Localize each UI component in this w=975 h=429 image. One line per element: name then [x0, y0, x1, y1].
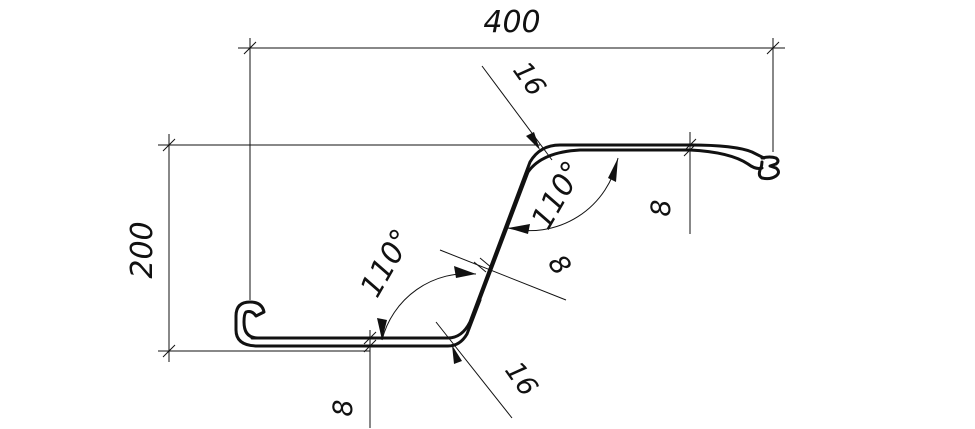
angle-lower-value: 110°	[354, 223, 420, 303]
width-value: 400	[483, 5, 540, 40]
radius-top-value: 16	[506, 56, 551, 102]
profile-section	[234, 143, 780, 348]
angle-upper-value: 110°	[525, 155, 591, 235]
thickness-right-dimension: 8	[646, 132, 697, 234]
height-value: 200	[125, 221, 160, 278]
thickness-web-value: 8	[541, 249, 576, 281]
thickness-bottom-value: 8	[328, 399, 359, 416]
width-dimension: 400	[238, 5, 785, 300]
height-dimension: 200	[125, 134, 540, 362]
angle-upper-dimension: 110°	[507, 155, 619, 235]
radius-bottom-value: 16	[498, 356, 543, 402]
thickness-right-value: 8	[646, 199, 677, 216]
thickness-bottom-dimension: 8	[328, 330, 377, 428]
radius-top-dimension: 16	[481, 56, 553, 161]
angle-lower-dimension: 110°	[354, 223, 477, 341]
